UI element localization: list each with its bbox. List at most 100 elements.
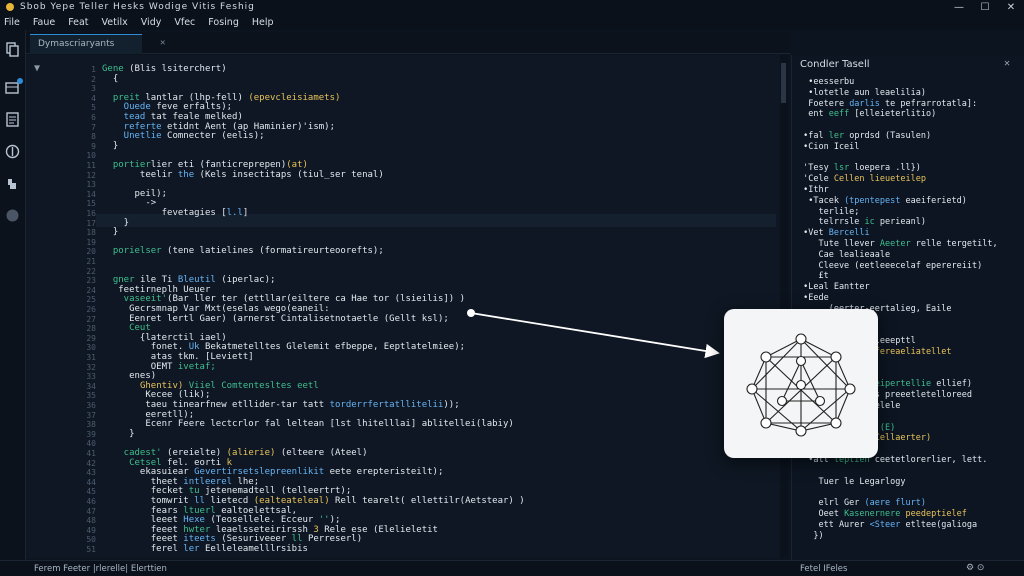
code-line[interactable]: 5 Ouede feve erfalts);: [26, 101, 780, 114]
code-line[interactable]: 24 feetirneplh Ueuer: [26, 284, 780, 297]
line-number: 27: [86, 314, 96, 324]
line-number: 41: [86, 449, 96, 458]
code-line[interactable]: 10: [26, 149, 780, 162]
code-line[interactable]: 13: [26, 178, 780, 191]
debug-icon[interactable]: [4, 176, 21, 193]
status-settings-icon[interactable]: ⚙ ⊙: [966, 563, 985, 573]
code-line[interactable]: 21: [26, 255, 780, 268]
code-line[interactable]: 47 fears ltuerl ealtoelettsal,: [26, 505, 780, 518]
code-line[interactable]: 27 Eenret lertl Gaer) (arnerst Cintalise…: [26, 313, 780, 326]
window-controls: — ☐ ✕: [946, 2, 1024, 13]
explorer-icon[interactable]: [4, 42, 21, 59]
close-window-button[interactable]: ✕: [1006, 1, 1016, 13]
editor-scrollbar[interactable]: [780, 55, 788, 558]
line-number: 42: [86, 458, 96, 468]
code-text: referte etidnt Aent (ap Haminier)'ism);: [102, 121, 336, 132]
code-line[interactable]: 8 Unetlie Comnecter (eelis);: [26, 130, 780, 143]
code-line[interactable]: 30 fonet. Uk Bekatmetelltes Glelemit efb…: [26, 341, 780, 354]
code-text: fears ltuerl ealtoelettsal,: [102, 505, 298, 516]
diagram-popup[interactable]: [724, 309, 878, 458]
code-line[interactable]: 37 eeretll);: [26, 409, 780, 422]
panel-close-icon[interactable]: ✕: [1003, 58, 1010, 69]
code-line[interactable]: 7 referte etidnt Aent (ap Haminier)'ism)…: [26, 121, 780, 134]
line-number: 2: [91, 74, 96, 84]
maximize-button[interactable]: ☐: [980, 1, 990, 13]
code-line[interactable]: 2 {: [26, 73, 780, 86]
code-line[interactable]: 15 ->: [26, 197, 780, 210]
code-line[interactable]: 14 peil);: [26, 188, 780, 201]
code-line[interactable]: 45 fecket tu jetenemadtell (telleertrt);: [26, 485, 780, 498]
code-line[interactable]: 39 }: [26, 428, 780, 441]
status-right-text[interactable]: Fetel IFeles: [800, 564, 848, 574]
code-line[interactable]: 44 theet intleerel lhe;: [26, 476, 780, 489]
extensions-icon[interactable]: [4, 78, 23, 97]
code-line[interactable]: 22: [26, 265, 780, 278]
document-icon[interactable]: [4, 112, 21, 129]
code-line[interactable]: 19: [26, 236, 780, 249]
code-line[interactable]: 38 Ecenr Feere lectcrlor fal leltean [ls…: [26, 418, 780, 431]
panel-line: •Tacek (tpentepest eaeiferietd): [798, 195, 967, 206]
tab-active-file[interactable]: Dymascriaryants: [30, 34, 142, 54]
menu-item-6[interactable]: Vfec: [174, 16, 196, 28]
fold-chevron-icon[interactable]: ▼: [34, 63, 41, 74]
code-line[interactable]: 35 Kecee (lik);: [26, 389, 780, 402]
code-line[interactable]: 12 teelir the (Kels insectitaps (tiul_se…: [26, 169, 780, 182]
menu-item-7[interactable]: Fosing: [208, 16, 239, 28]
code-line[interactable]: 50 feeet iteets (Sesuriveeer ll Perreser…: [26, 533, 780, 546]
code-line[interactable]: 40: [26, 437, 780, 450]
status-left-text[interactable]: Ferem Feeter |rlerelle| Elerttien: [34, 564, 167, 574]
code-line[interactable]: 31 atas tkm. [Leviett]: [26, 351, 780, 364]
menu-item-4[interactable]: Vetilx: [101, 16, 128, 28]
code-line[interactable]: 28 Ceut: [26, 322, 780, 335]
source-control-icon[interactable]: [4, 144, 21, 161]
menu-item-5[interactable]: Vidy: [140, 16, 162, 28]
code-line[interactable]: 3: [26, 82, 780, 95]
panel-line: •alt leptien ceetetlorerlier, lett.: [798, 455, 988, 465]
panel-line: terlile;: [798, 206, 860, 217]
code-line[interactable]: 32 OEMT ivetaf;: [26, 361, 780, 374]
code-line[interactable]: 48 leeet Hexe (Teosellele. Ecceur '');: [26, 514, 780, 527]
code-line[interactable]: 41 cadest' (ereielte) (alierie) (elteere…: [26, 447, 780, 460]
line-number: 39: [86, 429, 96, 439]
code-line[interactable]: 23 gner ile Ti Bleutil (iperlac);: [26, 274, 780, 287]
line-number: 5: [91, 103, 96, 113]
code-line[interactable]: 51 ferel ler Eelleleamelllrsibis: [26, 543, 780, 556]
menu-item-3[interactable]: Feat: [68, 16, 89, 28]
close-tab-icon[interactable]: ✕: [160, 38, 166, 48]
line-number: 18: [86, 228, 96, 238]
code-line[interactable]: 49 feeet hwter leaelsseteirirssh 3 Rele …: [26, 524, 780, 537]
code-line[interactable]: 16 fevetagies [l.l]: [26, 207, 780, 220]
code-text: cadest' (ereielte) (alierie) (elteere (A…: [102, 448, 368, 458]
code-line[interactable]: 46 tomwrit ll lietecd (ealteateleal) Rel…: [26, 495, 780, 508]
chat-icon[interactable]: [4, 208, 21, 225]
scrollbar-thumb[interactable]: [781, 63, 786, 103]
code-line[interactable]: 26 Gecrsmnap Var Mxt(eselas wego(eaneil:: [26, 303, 780, 316]
menu-item-2[interactable]: Faue: [32, 16, 56, 28]
code-line[interactable]: 42 Cetsel fel. eorti k: [26, 457, 780, 470]
code-text: Ceut: [102, 323, 151, 334]
code-line[interactable]: 18 }: [26, 226, 780, 239]
current-line-highlight: [96, 214, 776, 227]
code-line[interactable]: 34 Ghentiv) Viiel Comtentesltes eetl: [26, 380, 780, 393]
code-line[interactable]: 36 taeu tinearfnew etllider-tar tatt tor…: [26, 399, 780, 412]
code-text: fonet. Uk Bekatmetelltes Glelemit efbepp…: [102, 342, 466, 353]
minimize-button[interactable]: —: [954, 1, 964, 13]
code-line[interactable]: 17 }: [26, 217, 780, 230]
code-line[interactable]: 20 porielser (tene latielines (formatire…: [26, 245, 780, 258]
code-line[interactable]: 6 tead tat feale melked): [26, 111, 780, 124]
line-number: 21: [86, 257, 96, 266]
panel-line: •Eede: [798, 293, 829, 303]
code-line[interactable]: 4 preit lantlar (lhp-fell) (epevcleisiam…: [26, 92, 780, 105]
panel-line: 'Cele Cellen lieueteilep: [798, 174, 926, 185]
code-line[interactable]: 25 vaseeit'(Bar ller ter (ettllar(eilter…: [26, 293, 780, 306]
code-line[interactable]: 11 portierlier eti (fanticreprepen)(at): [26, 159, 780, 172]
menu-item-help[interactable]: Help: [251, 16, 274, 28]
menu-item-file[interactable]: File: [4, 16, 20, 28]
code-line[interactable]: 29 {laterctil iael): [26, 332, 780, 345]
code-line[interactable]: 43 ekasuiear Gevertirsetslepreenlikit ee…: [26, 466, 780, 479]
code-line[interactable]: 33 enes): [26, 370, 780, 383]
code-line[interactable]: 9 }: [26, 140, 780, 153]
code-text: ->: [102, 198, 157, 209]
